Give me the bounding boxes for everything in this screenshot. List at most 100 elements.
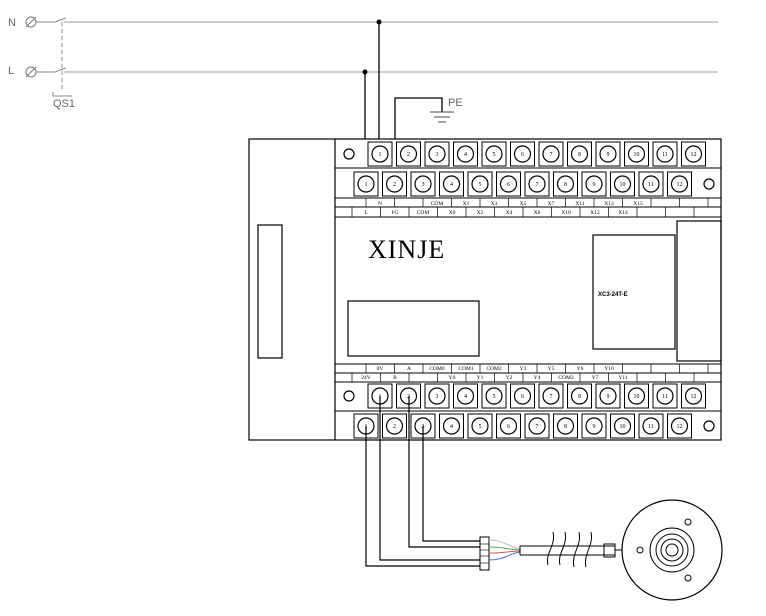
terminal: 8 xyxy=(553,413,578,439)
encoder-connector xyxy=(479,536,490,571)
terminal-screw-icon xyxy=(656,387,674,405)
terminal-screw-icon xyxy=(385,417,404,435)
terminal-number: 12 xyxy=(677,182,683,188)
terminal-number: 5 xyxy=(493,394,496,400)
terminal-screw-icon xyxy=(585,175,603,193)
terminal-number: 8 xyxy=(564,424,567,430)
terminal: 11 xyxy=(638,171,664,197)
terminal: 7 xyxy=(524,171,550,197)
terminal-screw-icon xyxy=(414,175,432,193)
mount-hole-icon xyxy=(703,178,715,190)
terminal-label: 0V xyxy=(377,366,384,372)
terminal-label: FG xyxy=(391,210,398,216)
terminal-label: Y2 xyxy=(506,375,513,381)
terminal: 8 xyxy=(567,383,592,409)
terminal-number: 12 xyxy=(691,152,697,158)
encoder xyxy=(621,499,723,601)
terminal-screw-icon xyxy=(357,175,375,193)
terminal-number: 4 xyxy=(464,394,467,400)
terminal: 5 xyxy=(481,383,507,409)
terminal: 11 xyxy=(652,141,678,167)
terminal-screw-icon xyxy=(684,145,703,163)
terminal-label: X15 xyxy=(633,201,643,207)
terminal-label: Y0 xyxy=(449,375,456,381)
lead-green xyxy=(488,546,521,551)
terminal-label: Y4 xyxy=(534,375,541,381)
model-label: XC3-24T-E xyxy=(598,292,628,298)
terminal-label: Y7 xyxy=(592,375,599,381)
terminal: 5 xyxy=(467,171,493,197)
terminal-screw-icon xyxy=(385,175,404,193)
terminal-label: X4 xyxy=(506,210,513,216)
terminal-number: 4 xyxy=(450,424,453,430)
terminal-label: A xyxy=(407,366,411,372)
terminal-screw-icon xyxy=(656,145,674,163)
terminal: 3 xyxy=(410,171,436,197)
terminal-screw-icon xyxy=(513,145,532,163)
terminal-label: X1 xyxy=(463,201,470,207)
terminal-screw-icon xyxy=(442,175,461,193)
terminal-label: X5 xyxy=(520,201,527,207)
terminal-screw-icon xyxy=(471,175,489,193)
mount-hole-icon xyxy=(703,420,715,432)
terminal: 10 xyxy=(624,141,649,167)
terminal-number: 2 xyxy=(393,424,396,430)
terminal: 9 xyxy=(595,383,621,409)
terminal-screw-icon xyxy=(613,175,632,193)
cable-break-icon xyxy=(546,531,555,566)
terminal: 8 xyxy=(553,171,578,197)
mount-hole-icon xyxy=(343,148,355,160)
terminal-screw-icon xyxy=(456,145,475,163)
terminal-number: 8 xyxy=(564,182,567,188)
terminal: 3 xyxy=(424,141,450,167)
terminal-label: X10 xyxy=(561,210,571,216)
terminal-screw-icon xyxy=(642,417,660,435)
terminal: 11 xyxy=(652,383,678,409)
side-cover xyxy=(676,220,722,362)
terminal: 4 xyxy=(439,171,464,197)
terminal: 12 xyxy=(667,171,692,197)
terminal-label: Y10 xyxy=(604,366,614,372)
terminal-number: 7 xyxy=(536,182,539,188)
terminal-screw-icon xyxy=(599,145,617,163)
terminal: 7 xyxy=(538,141,564,167)
terminal: 3 xyxy=(424,383,450,409)
terminal-label: COM3 xyxy=(558,375,574,381)
terminal: 2 xyxy=(382,413,407,439)
terminal-label: B xyxy=(393,375,397,381)
lead-white xyxy=(488,539,521,550)
lead-blue xyxy=(488,551,521,561)
mounting-hole-icon xyxy=(684,574,692,582)
terminal-number: 9 xyxy=(607,394,610,400)
terminal-label: COM xyxy=(417,210,430,216)
terminal: 10 xyxy=(610,413,635,439)
terminal-label: X11 xyxy=(575,201,585,207)
terminal-number: 11 xyxy=(662,394,668,400)
terminal-screw-icon xyxy=(542,145,560,163)
terminal-number: 2 xyxy=(407,152,410,158)
terminal-label: X7 xyxy=(548,201,555,207)
terminal: 4 xyxy=(453,383,478,409)
terminal-number: 2 xyxy=(393,182,396,188)
terminal-number: 10 xyxy=(620,424,626,430)
terminal: 7 xyxy=(538,383,564,409)
terminal: 2 xyxy=(396,141,421,167)
terminal-number: 10 xyxy=(634,152,640,158)
brand-logo: XINJE xyxy=(368,235,445,264)
terminal-number: 3 xyxy=(436,152,439,158)
mounting-hole-icon xyxy=(636,546,644,554)
terminal: 5 xyxy=(481,141,507,167)
terminal-label: 24V xyxy=(361,375,371,381)
terminal-number: 3 xyxy=(422,182,425,188)
terminal: 2 xyxy=(382,171,407,197)
terminal-screw-icon xyxy=(528,417,546,435)
terminal-screw-icon xyxy=(570,387,589,405)
terminal-number: 11 xyxy=(662,152,668,158)
terminal-screw-icon xyxy=(528,175,546,193)
terminal-screw-icon xyxy=(670,175,689,193)
wire-24v xyxy=(365,426,480,567)
model-panel xyxy=(592,234,676,350)
terminal-screw-icon xyxy=(642,175,660,193)
